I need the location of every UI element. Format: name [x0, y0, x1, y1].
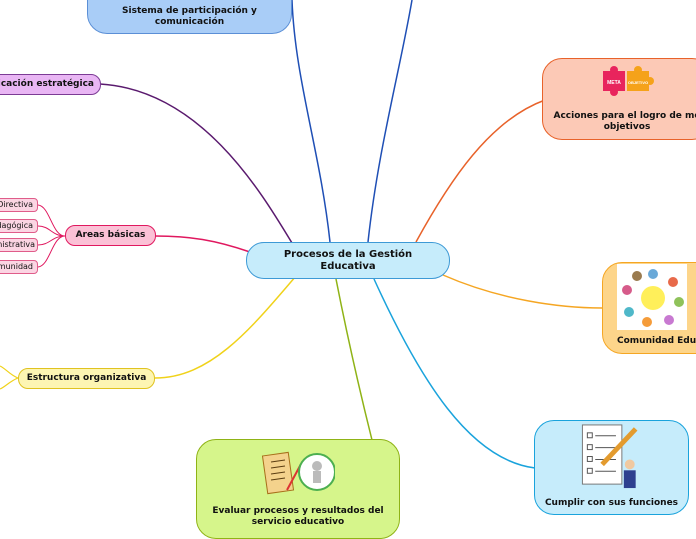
- branch-comunidad-label: Comunidad Educ: [617, 336, 696, 346]
- connector-lines: [0, 0, 603, 469]
- branch-sistema[interactable]: Sistema de participación y comunicación: [87, 0, 292, 34]
- areas-item-directiva[interactable]: Directiva: [0, 198, 38, 212]
- connector-comunidad: [442, 274, 603, 309]
- connector-estructura: [154, 275, 297, 379]
- branch-evaluar-label: Evaluar procesos y resultados del servic…: [212, 506, 384, 527]
- puzzle-label-meta: META: [607, 80, 621, 86]
- branch-sistema-label: Sistema de participación y comunicación: [122, 6, 257, 27]
- puzzle-pieces-icon: META OBJETIVO: [603, 66, 654, 96]
- branch-cumplir[interactable]: Cumplir con sus funciones: [534, 420, 689, 515]
- connector-planificacion: [99, 83, 293, 244]
- branch-cumplir-label: Cumplir con sus funciones: [544, 498, 679, 508]
- connector-areas: [154, 235, 251, 253]
- branch-planificacion-label: ificación estratégica: [0, 79, 94, 89]
- branch-areas[interactable]: Areas básicas: [65, 225, 156, 246]
- connector-cumplir: [373, 278, 536, 469]
- connector-estructura-tail: [0, 365, 19, 390]
- evaluation-illustration-icon: [261, 451, 335, 495]
- branch-acciones[interactable]: META OBJETIVO Acciones para el logro de …: [542, 58, 696, 140]
- areas-item-administrativa[interactable]: inistrativa: [0, 238, 38, 252]
- areas-item-pedagogica[interactable]: dagógica: [0, 219, 38, 233]
- checklist-person-icon: [581, 424, 637, 489]
- branch-comunidad[interactable]: Comunidad Educ: [602, 262, 696, 354]
- connector-areas-leaves: [37, 204, 66, 268]
- branch-estructura-label: Estructura organizativa: [26, 373, 147, 383]
- branch-estructura[interactable]: Estructura organizativa: [18, 368, 155, 389]
- central-topic[interactable]: Procesos de la Gestión Educativa: [246, 242, 450, 279]
- branch-planificacion[interactable]: ificación estratégica: [0, 74, 101, 95]
- branch-areas-label: Areas básicas: [75, 230, 146, 240]
- connector-top-right: [367, 0, 413, 243]
- branch-evaluar[interactable]: Evaluar procesos y resultados del servic…: [196, 439, 400, 539]
- connector-evaluar: [335, 278, 373, 441]
- connector-sistema: [291, 0, 331, 243]
- areas-item-comunidad[interactable]: munidad: [0, 260, 38, 274]
- central-topic-label: Procesos de la Gestión Educativa: [283, 248, 413, 272]
- community-circle-icon: [617, 264, 687, 330]
- puzzle-label-objetivo: OBJETIVO: [628, 80, 648, 85]
- connector-acciones: [415, 99, 546, 243]
- branch-acciones-label: Acciones para el logro de me objetivos: [553, 111, 696, 132]
